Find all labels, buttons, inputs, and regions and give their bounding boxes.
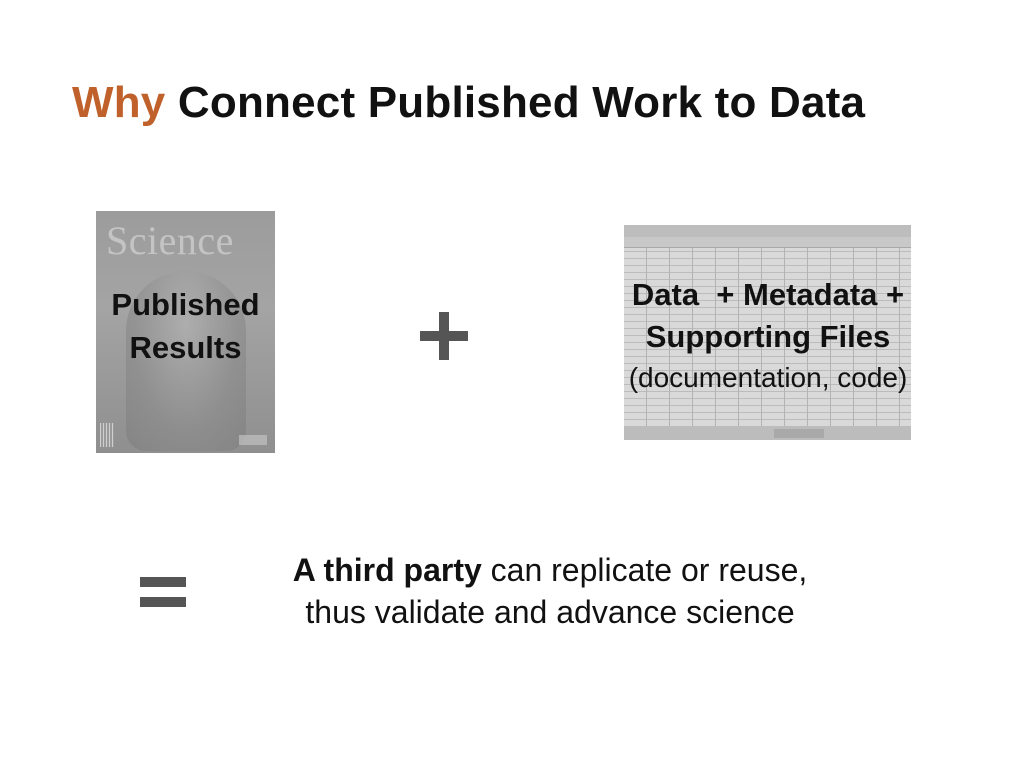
cover-barcode — [100, 423, 114, 447]
plus-sign-icon — [420, 312, 468, 360]
equals-sign-icon — [140, 574, 186, 610]
sheet-menubar — [624, 225, 911, 237]
conclusion-line1-rest: can replicate or reuse, — [482, 552, 808, 588]
published-results-line1: Published — [96, 283, 275, 326]
conclusion-line2: thus validate and advance science — [230, 591, 870, 633]
published-results-label: Published Results — [96, 283, 275, 369]
conclusion-emphasis: A third party — [293, 552, 482, 588]
data-metadata-line1: Data + Metadata + — [580, 274, 956, 316]
sheet-tab — [774, 429, 824, 438]
data-metadata-line3: (documentation, code) — [580, 358, 956, 398]
conclusion-line1: A third party can replicate or reuse, — [230, 549, 870, 591]
published-results-line2: Results — [96, 326, 275, 369]
title-accent-word: Why — [72, 78, 165, 127]
slide-title: Why Connect Published Work to Data — [72, 78, 972, 128]
data-metadata-line2: Supporting Files — [580, 316, 956, 358]
cover-publisher-logo — [239, 435, 267, 445]
sheet-statusbar — [624, 426, 911, 440]
conclusion-text: A third party can replicate or reuse, th… — [230, 549, 870, 633]
title-text: Connect Published Work to Data — [178, 78, 865, 127]
data-metadata-label: Data + Metadata + Supporting Files (docu… — [580, 274, 956, 398]
sheet-toolbar — [624, 237, 911, 248]
cover-masthead: Science — [106, 217, 234, 264]
